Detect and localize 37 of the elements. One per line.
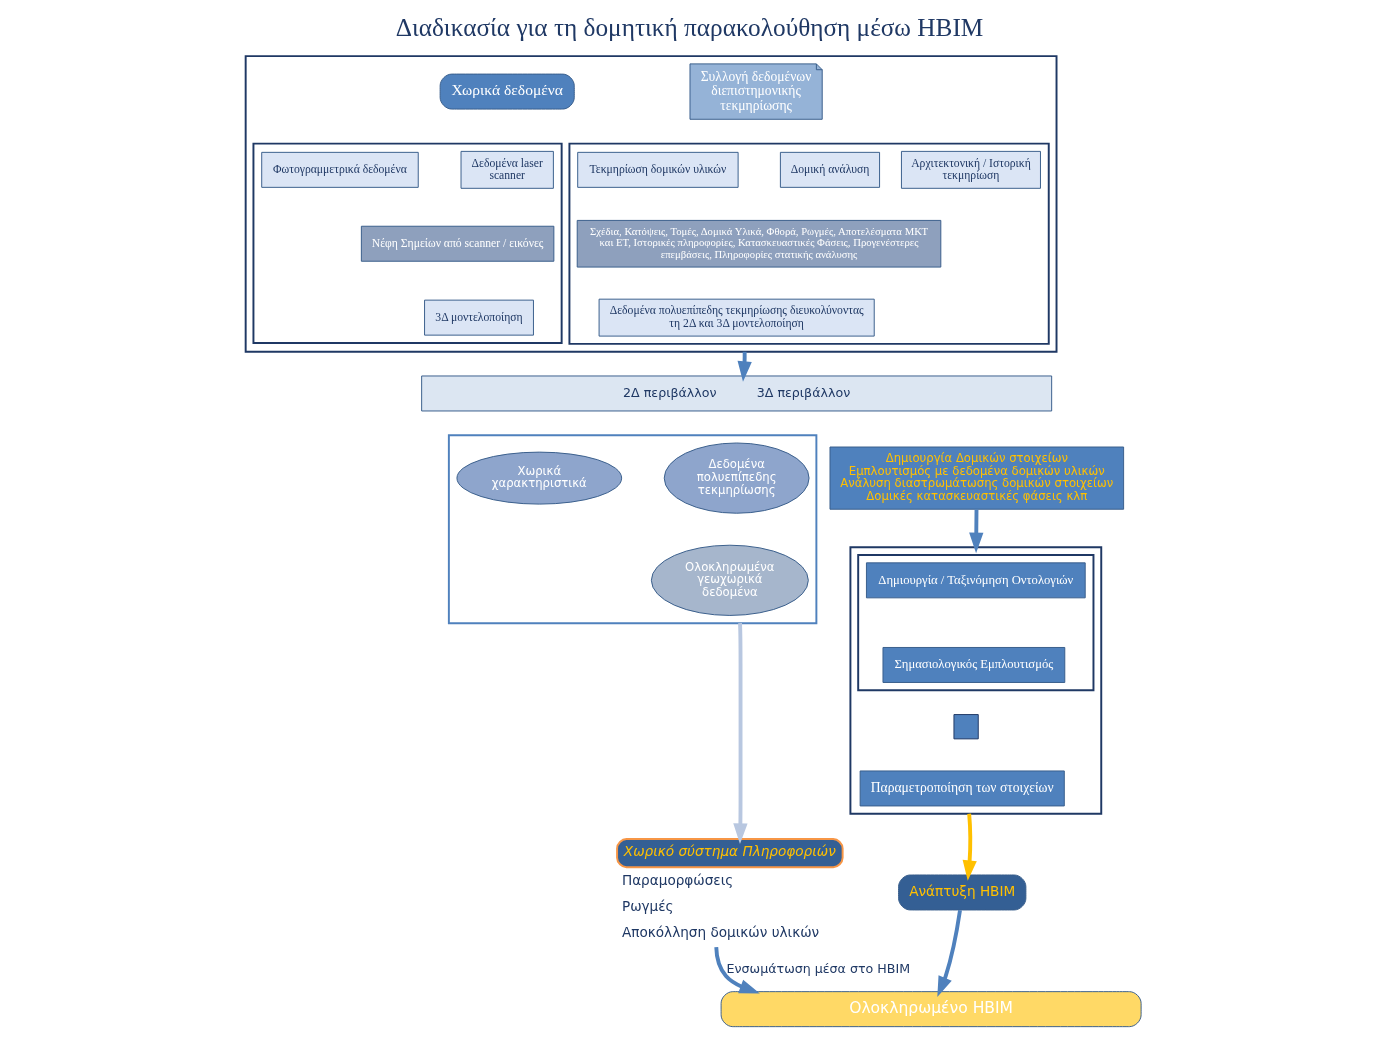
node-box: Τεκμηρίωση δομικών υλικών: [576, 151, 739, 188]
node-box: Δεδομένα laser scanner: [460, 150, 554, 189]
node-box: 2Δ περιβάλλον 3Δ περιβάλλον: [420, 375, 1052, 412]
node-label: Αποκόλληση δομικών υλικών: [621, 924, 819, 941]
node-box: Ολοκληρωμένο HBIM: [720, 991, 1142, 1028]
node-cross: [952, 714, 979, 740]
node-box: Δημιουργία / Ταξινόμηση Οντολογιών: [865, 562, 1086, 599]
arrow: [936, 909, 962, 997]
arrow: [968, 509, 983, 554]
cluster: [447, 434, 817, 625]
node-box: Δεδομένα πολυεπίπεδης τεκμηρίωσης διευκολύνοντας τη 2Δ και 3Δ μοντελοποίηση: [598, 298, 875, 337]
node-ellipse: Χωρικά χαρακτηριστικά: [455, 451, 622, 505]
node-label: Παραμορφώσεις: [621, 871, 733, 888]
cluster: [848, 546, 1102, 815]
cluster: [244, 55, 1057, 353]
node-box: Ανάπτυξη HBIM: [897, 874, 1026, 911]
node-box: 3Δ μοντελοποίηση: [423, 299, 534, 336]
diagram-title: Διαδικασία για τη δομητική παρακολούθηση μέσω HBIM: [395, 13, 983, 42]
node-box: Δημιουργία Δομικών στοιχείων Εμπλουτισμός με δεδομένα δομικών υλικών Ανάλυση διαστρωμάτωσης δομικών στοιχείων Δομικές κατασκευαστικές φάσεις κλπ: [829, 446, 1124, 510]
node-box: Παραμετροποίηση των στοιχείων: [859, 770, 1065, 807]
node-label: Ρωγμές: [621, 898, 674, 915]
cluster: [567, 142, 1050, 345]
node-box: Φωτογραμμετρικά δεδομένα: [260, 151, 419, 188]
node-ellipse: Ολοκληρωμένα γεωχωρικά δεδομένα: [650, 544, 809, 616]
node-box: Δομική ανάλυση: [779, 151, 880, 188]
node-ellipse: Δεδομένα πολυεπίπεδης τεκμηρίωσης: [663, 442, 810, 514]
node-box: Σχέδια, Κατόψεις, Τομές, Δομικά Υλικά, Φθορά, Ρωγμές, Αποτελέσματα ΜΚΤ και ΕΤ, Ιστορικές πληροφορίες, Κατασκευαστικές Φάσεις, Προγενέστερες επεμβάσεις, Πληροφορίες στατικής ανάλυσης: [576, 219, 941, 268]
node-box: Χωρικά δεδομένα: [439, 73, 575, 110]
node-box: Νέφη Σημείων από scanner / εικόνες: [360, 225, 554, 262]
cluster: [856, 554, 1094, 692]
edge-label: Ενσωμάτωση μέσα στο HBIM: [726, 960, 910, 976]
arrow: [713, 947, 760, 994]
node-box: Σημασιολογικός Εμπλουτισμός: [882, 647, 1065, 683]
arrow: [962, 813, 977, 881]
cluster: [252, 142, 563, 344]
node-box: Αρχιτεκτονική / Ιστορική τεκμηρίωση: [900, 150, 1041, 189]
arrow: [732, 623, 748, 844]
